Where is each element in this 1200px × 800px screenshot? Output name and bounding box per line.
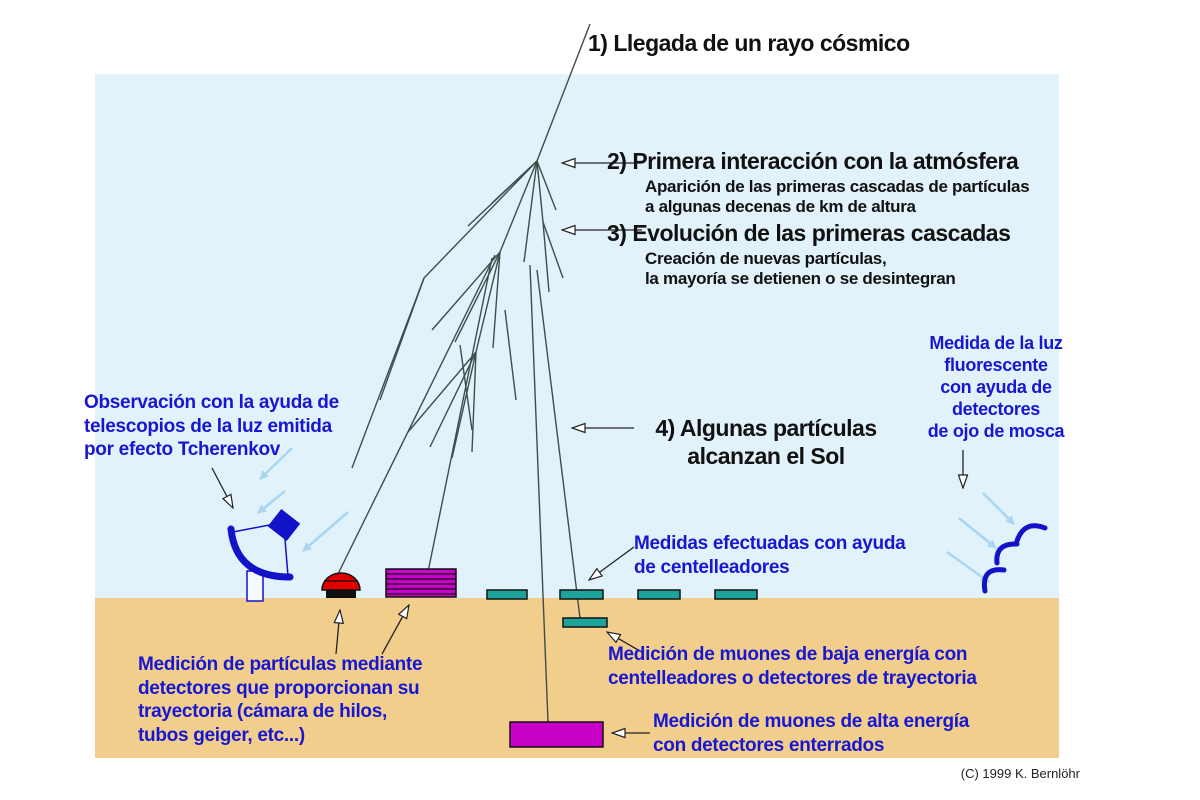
text-line: Medidas efectuadas con ayuda xyxy=(634,533,906,554)
cosmic-ray-shower-icon xyxy=(336,23,591,723)
muons-high-annotation: Medición de muones de alta energía con d… xyxy=(653,710,969,757)
text-line: Aparición de las primeras cascadas de pa… xyxy=(645,177,1030,196)
dome-detector-icon xyxy=(321,572,361,598)
scintillator-bar xyxy=(559,589,604,600)
step2-label: 2) Primera interacción con la atmósfera xyxy=(607,148,1019,174)
text-line: 4) Algunas partículas xyxy=(655,415,877,441)
text-line: trayectoria (cámara de hilos, xyxy=(138,701,387,722)
arrow-scint xyxy=(589,546,635,580)
cherenkov-light-arrows-icon xyxy=(257,447,349,552)
text-line: fluorescente xyxy=(944,355,1048,375)
scintillator-bar xyxy=(486,589,528,600)
buried-muon-detector-icon xyxy=(509,721,604,748)
text-line: de centelleadores xyxy=(634,556,790,578)
arrow-dome xyxy=(336,610,340,655)
text-line: alcanzan el Sol xyxy=(687,443,845,469)
cherenkov-telescope-icon xyxy=(227,508,301,602)
text-line: Observación con la ayuda de xyxy=(84,392,339,413)
sky-region xyxy=(95,74,1059,598)
text-line: telescopios de la luz emitida xyxy=(84,415,332,437)
cherenkov-annotation: Observación con la ayuda de telescopios … xyxy=(84,391,339,462)
text-line: Medición de muones de baja energía con xyxy=(608,644,968,665)
text-line: Medición de muones de alta energía xyxy=(653,711,970,732)
scintillators-annotation: Medidas efectuadas con ayuda de centelle… xyxy=(634,532,906,579)
fluorescence-light-arrows-icon xyxy=(946,492,1015,584)
buried-scintillator-icon xyxy=(562,617,608,628)
text-line: con detectores enterrados xyxy=(653,734,885,756)
fluorescence-annotation: Medida de la luz fluorescente con ayuda … xyxy=(916,332,1076,442)
scintillator-bar xyxy=(637,589,681,600)
text-line: Creación de nuevas partículas, xyxy=(645,249,887,268)
tracking-detector-icon xyxy=(385,568,457,598)
arrow-tracking xyxy=(381,605,409,655)
text-line: a algunas decenas de km de altura xyxy=(645,197,916,216)
text-line: Medida de la luz xyxy=(929,333,1063,353)
annotation-arrows xyxy=(211,163,963,733)
text-line: centelleadores o detectores de trayector… xyxy=(608,667,977,689)
text-line: tubos geiger, etc...) xyxy=(138,724,305,746)
arrow-telescope xyxy=(211,467,233,508)
copyright-text: (C) 1999 K. Bernlöhr xyxy=(960,766,1080,781)
text-line: por efecto Tcherenkov xyxy=(84,439,281,460)
fly-eye-detector-icon xyxy=(981,523,1048,594)
tracking-annotation: Medición de partículas mediante detector… xyxy=(138,653,423,747)
text-line: de ojo de mosca xyxy=(927,421,1065,441)
scintillator-bars-icon xyxy=(486,589,758,600)
text-line: con ayuda de xyxy=(940,377,1052,397)
step1-label: 1) Llegada de un rayo cósmico xyxy=(588,30,910,56)
muons-low-annotation: Medición de muones de baja energía con c… xyxy=(608,643,977,690)
text-line: detectores que proporcionan su xyxy=(138,677,420,699)
arrow-muons-low xyxy=(607,632,641,652)
scintillator-bar xyxy=(714,589,758,600)
text-line: detectores xyxy=(951,399,1041,419)
step4-label: 4) Algunas partículas alcanzan el Sol xyxy=(628,414,904,470)
text-line: Medición de partículas mediante xyxy=(138,654,423,675)
step2-detail: Aparición de las primeras cascadas de pa… xyxy=(645,177,1030,217)
text-line: la mayoría se detienen o se desintegran xyxy=(645,269,956,288)
step3-label: 3) Evolución de las primeras cascadas xyxy=(607,220,1011,246)
step3-detail: Creación de nuevas partículas, la mayorí… xyxy=(645,249,956,289)
